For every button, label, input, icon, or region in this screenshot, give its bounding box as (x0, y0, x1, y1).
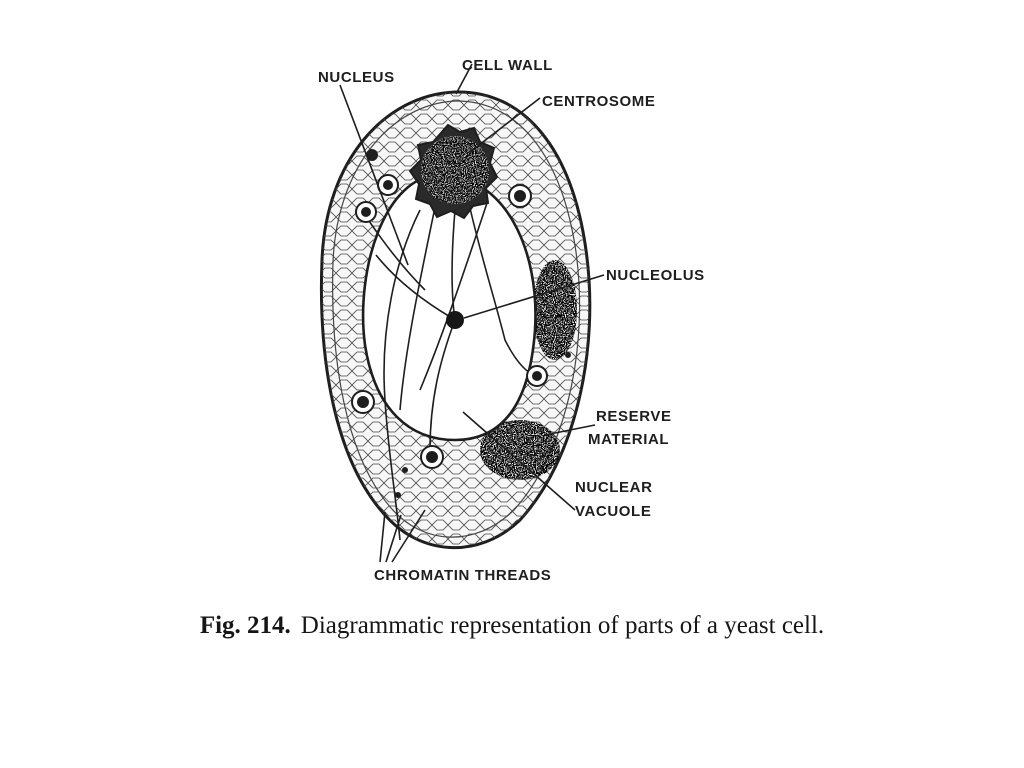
label-nucleus: NUCLEUS (318, 69, 395, 86)
figure-number: Fig. 214. (199, 612, 291, 639)
label-nuclear-line1: NUCLEAR (575, 479, 653, 496)
label-reserve-line1: RESERVE (596, 408, 672, 425)
label-reserve-line2: MATERIAL (588, 431, 669, 448)
label-nucleolus: NUCLEOLUS (606, 267, 705, 284)
figure-caption: Fig. 214. Diagrammatic representation of … (0, 612, 1024, 640)
leader-lines (339, 63, 605, 563)
reserve-material (480, 260, 577, 480)
figure-caption-text: Diagrammatic representation of parts of … (300, 612, 825, 639)
label-centrosome: CENTROSOME (542, 93, 656, 110)
label-chromatin-threads: CHROMATIN THREADS (374, 567, 551, 584)
cytoplasm-granules (351, 149, 571, 498)
label-cell-wall: CELL WALL (462, 57, 553, 74)
nucleolus (446, 311, 464, 329)
label-nuclear-line2: VACUOLE (575, 503, 651, 520)
